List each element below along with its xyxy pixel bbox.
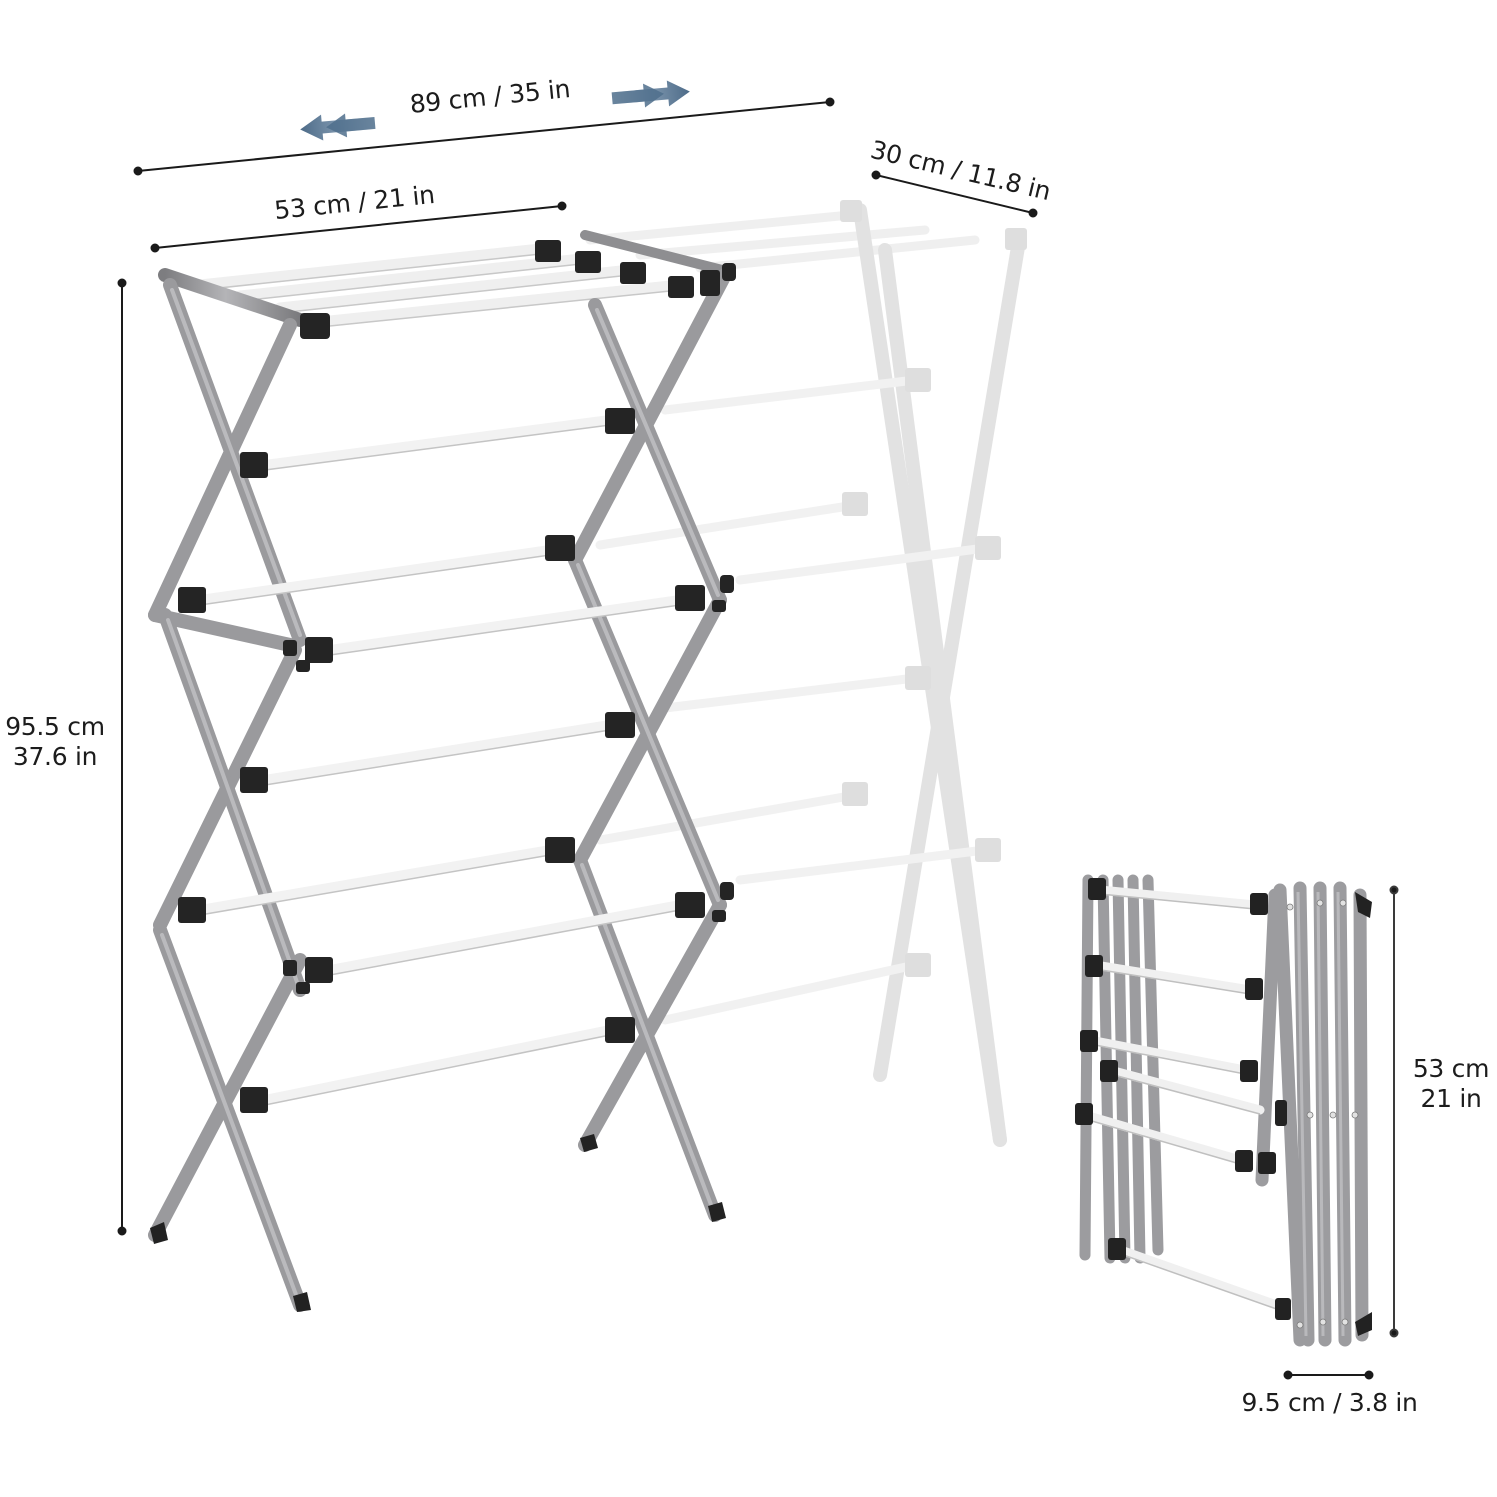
- double-arrow-right-icon: [611, 80, 690, 108]
- folded-height-label-in: 21 in: [1420, 1084, 1482, 1113]
- dimension-line-depth: [871, 170, 1038, 218]
- height-label-in: 37.6 in: [12, 742, 98, 771]
- dimension-line-folded-height: [1389, 885, 1399, 1338]
- hanging-rods: [195, 415, 685, 1105]
- rod-connectors: [178, 240, 736, 1113]
- folded-height-label: 53 cm 21 in: [1405, 1054, 1497, 1114]
- rack-feet: [150, 1134, 726, 1312]
- double-arrow-left-icon: [300, 113, 376, 141]
- height-label-cm: 95.5 cm: [5, 712, 105, 741]
- height-label: 95.5 cm 37.6 in: [0, 712, 114, 772]
- dimension-line-collapsed-width: [150, 201, 567, 253]
- dimension-line-expanded-width: [133, 97, 835, 176]
- dimension-line-folded-thickness: [1283, 1370, 1374, 1380]
- rack-extension-ghost: [585, 200, 1027, 1147]
- dimension-line-height: [117, 278, 127, 1236]
- top-rails: [194, 242, 686, 328]
- expanded-rack: [148, 230, 736, 1312]
- folded-height-label-cm: 53 cm: [1412, 1054, 1490, 1083]
- folded-thickness-label: 9.5 cm / 3.8 in: [1241, 1388, 1418, 1417]
- folded-rack: [1075, 874, 1372, 1347]
